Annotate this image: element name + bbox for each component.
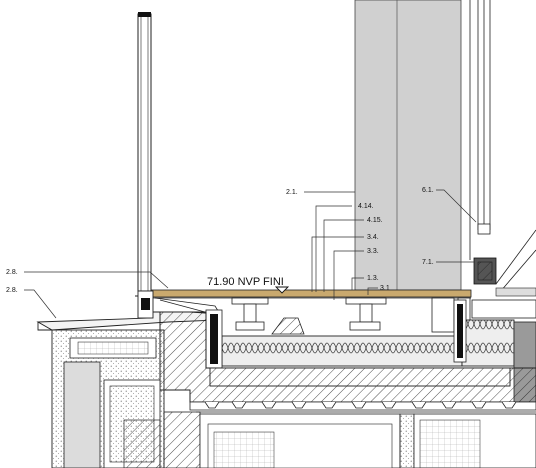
callout-2-8-upper: 2.8.	[6, 269, 18, 276]
callout-1-3: 1.3.	[367, 275, 379, 282]
ceiling-fixings	[189, 401, 536, 413]
callout-6-1: 6.1.	[422, 187, 434, 194]
level-label: 71.90 NVP FINI	[207, 276, 284, 288]
floor-finish	[150, 289, 472, 299]
callout-3-3: 3.3.	[367, 248, 379, 255]
railing-post	[137, 12, 152, 292]
glazing-column	[354, 0, 462, 291]
concrete-slab	[159, 311, 536, 403]
callout-7-1: 7.1.	[422, 259, 434, 266]
leader-lines	[24, 189, 477, 319]
callout-4-14: 4.14.	[358, 203, 374, 210]
callout-2-1: 2.1.	[286, 189, 298, 196]
exterior-wall	[51, 329, 165, 468]
callout-4-15: 4.15.	[367, 217, 383, 224]
callout-2-8-lower: 2.8.	[6, 287, 18, 294]
lower-structure	[163, 411, 536, 468]
window-frame	[469, 0, 536, 297]
callout-3-1: 3.1	[380, 285, 390, 292]
floor-pedestals	[231, 297, 471, 339]
callout-labels: 2.1. 4.14. 4.15. 3.4. 3.3. 1.3. 3.1 6.1.…	[6, 187, 434, 294]
level-marker: 71.90 NVP FINI	[207, 276, 290, 294]
callout-3-4: 3.4.	[367, 234, 379, 241]
insulation-layer	[205, 299, 515, 369]
